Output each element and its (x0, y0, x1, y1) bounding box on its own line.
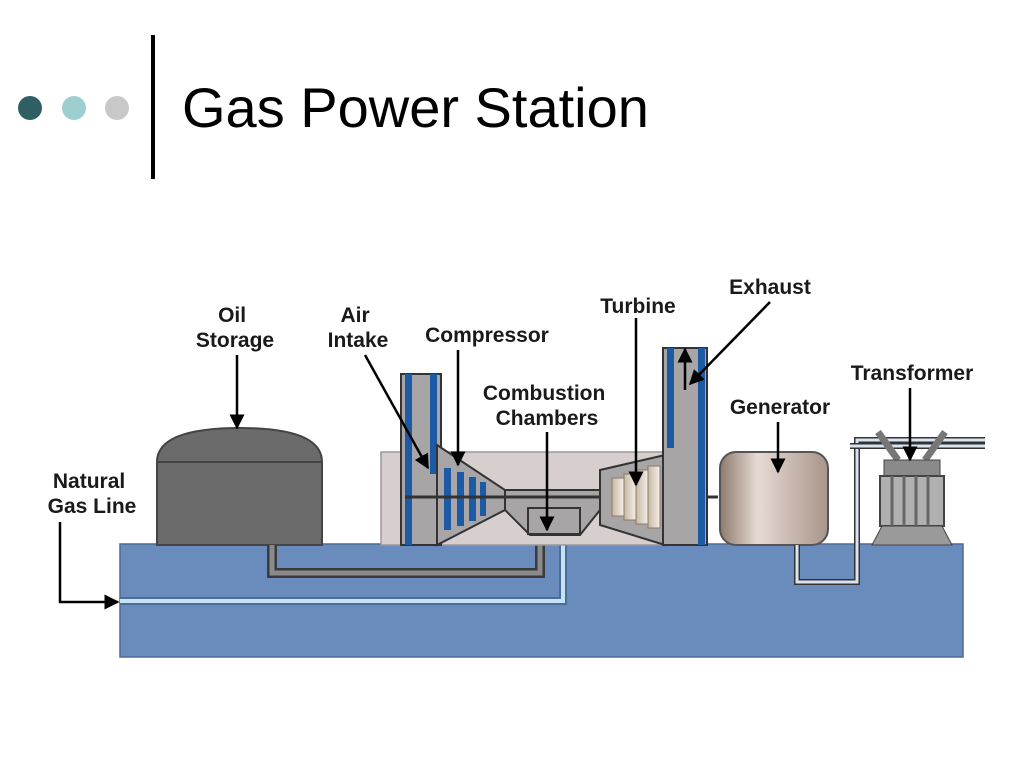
oil-storage-tank (156, 426, 323, 546)
transformer (871, 429, 953, 546)
label-air-intake: Air Intake (328, 304, 389, 352)
generator (719, 451, 829, 546)
label-arrows (58, 301, 918, 610)
slide-header: Gas Power Station (0, 0, 1024, 190)
bullet-dot-dark (18, 96, 42, 120)
bullet-dot-teal (62, 96, 86, 120)
label-generator: Generator (730, 396, 830, 419)
compressor (436, 443, 506, 547)
slide-title: Gas Power Station (182, 76, 649, 139)
label-compressor: Compressor (425, 324, 549, 347)
air-intake-stack (400, 373, 442, 546)
label-oil-storage: Oil Storage (196, 304, 274, 352)
title-divider (151, 35, 155, 179)
label-turbine: Turbine (600, 295, 675, 318)
bullet-dot-gray (105, 96, 129, 120)
label-transformer: Transformer (851, 362, 974, 385)
turbine (599, 453, 666, 547)
label-natural-gas-line: Natural Gas Line (48, 470, 137, 518)
label-combustion-chambers: Combustion Chambers (483, 382, 611, 430)
label-exhaust: Exhaust (729, 276, 811, 299)
